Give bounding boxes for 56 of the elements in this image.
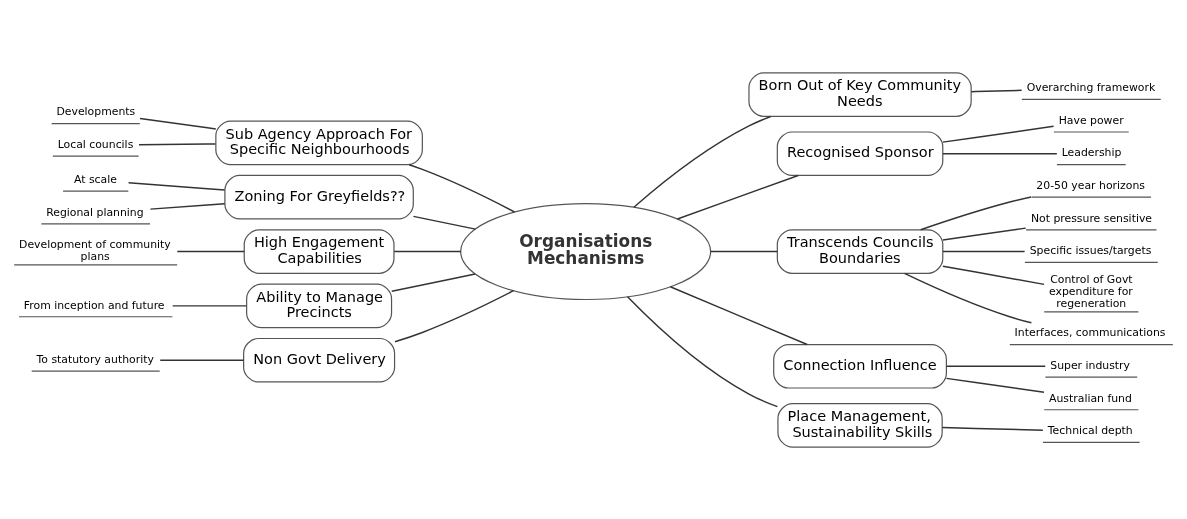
node-text: Interfaces, communications (1014, 325, 1166, 339)
node-text: From inception and future (23, 298, 165, 312)
connector (391, 272, 476, 292)
connector (920, 195, 1032, 230)
connector (633, 115, 772, 208)
connector (393, 250, 462, 252)
node-text: Development of community plans (19, 237, 171, 263)
connector (394, 289, 515, 342)
connector (942, 226, 1027, 241)
node-box: Sub Agency Approach For Specific Neighbourhoods (215, 120, 423, 165)
connector (709, 250, 778, 252)
connector (942, 250, 1026, 252)
node-box: Ability to Manage Precincts (246, 283, 393, 328)
connector (412, 215, 477, 230)
node-text: Super industry (1050, 358, 1130, 372)
node-text: Overarching framework (1026, 80, 1156, 94)
node-text: Regional planning (46, 205, 144, 219)
node-text: Control of Govt expenditure for regeneration (1049, 272, 1133, 310)
node-text: Leadership (1061, 145, 1122, 159)
connector (149, 202, 226, 210)
connector (942, 152, 1058, 154)
node-text: Not pressure sensitive (1030, 211, 1153, 225)
node-box: Non Govt Delivery (243, 337, 396, 383)
connector (127, 181, 226, 191)
node-box: High Engagement Capabilities (243, 228, 395, 274)
node-ellipse: Organisations Mechanisms (460, 202, 712, 300)
connector (159, 359, 245, 361)
node-box: Born Out of Key Community Needs (748, 71, 972, 117)
connector (945, 365, 1046, 367)
connector (942, 125, 1055, 143)
connector (176, 250, 245, 252)
connector (171, 304, 248, 307)
connector (903, 272, 1033, 323)
connector (676, 174, 799, 220)
node-box: Recognised Sponsor (776, 130, 944, 176)
connector (970, 89, 1023, 92)
connector (941, 426, 1044, 431)
node-box: Transcends Councils Boundaries (776, 228, 944, 274)
connector (945, 377, 1045, 393)
node-text: Developments (56, 104, 136, 118)
connector (942, 264, 1045, 285)
node-text: Have power (1058, 113, 1124, 127)
node-text: To statutory authority (36, 352, 154, 366)
node-text: Local councils (57, 137, 134, 151)
connector (626, 295, 779, 407)
node-text: At scale (73, 172, 117, 186)
node-text: 20-50 year horizons (1036, 178, 1145, 192)
node-box: Connection Influence (773, 343, 947, 389)
node-box: Place Management, Sustainability Skills (777, 402, 943, 448)
connector (138, 142, 217, 146)
node-box: Zoning For Greyfields?? (224, 174, 414, 220)
connector (139, 117, 217, 130)
node-text: Australian fund (1049, 391, 1132, 405)
node-text: Specific issues/targets (1029, 243, 1152, 257)
node-text: Technical depth (1047, 423, 1133, 437)
connector (669, 285, 808, 345)
